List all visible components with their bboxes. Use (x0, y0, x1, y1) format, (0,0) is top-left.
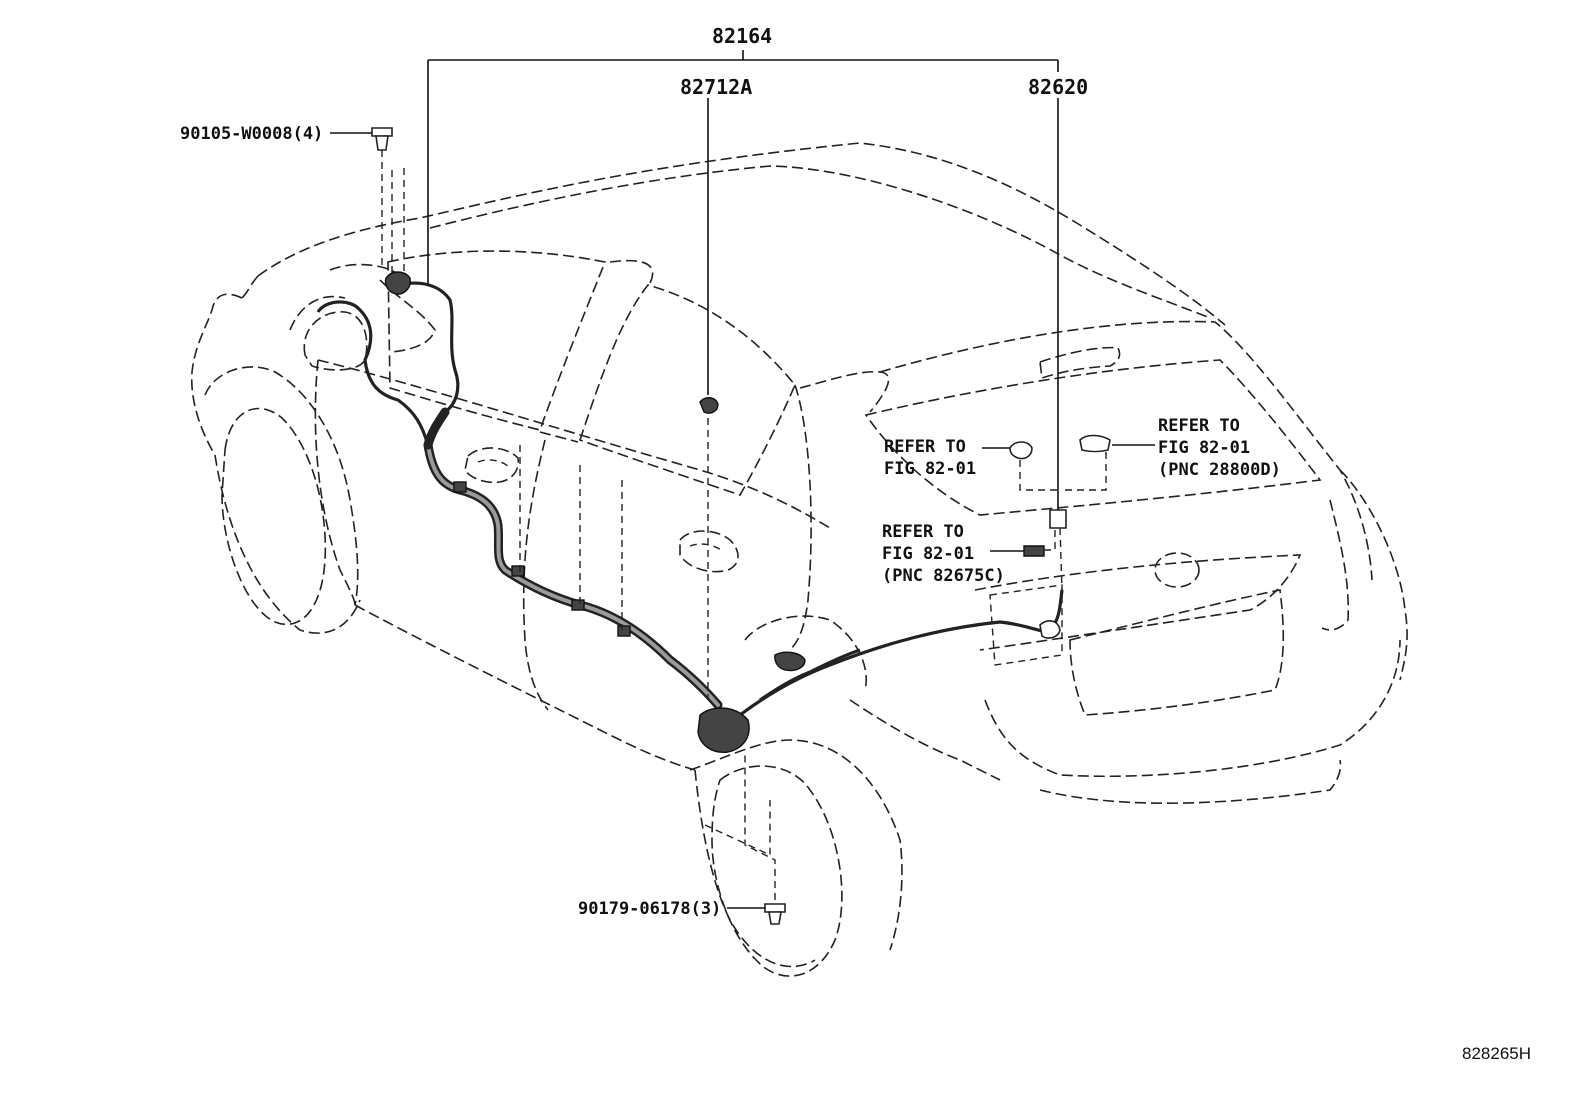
rear-wheel-outer (694, 769, 816, 968)
refer-right-line2: FIG 82-01 (1158, 438, 1250, 458)
harness-clip-1 (453, 481, 467, 493)
label-bolt-top: 90105-W0008(4) (180, 124, 323, 144)
harness-upper (423, 407, 450, 450)
c-pillar (799, 370, 890, 413)
refer-right-line3: (PNC 28800D) (1158, 460, 1281, 480)
rear-bumper (984, 639, 1401, 778)
rear-wheel (711, 765, 843, 977)
connector-82620-guide (1059, 527, 1063, 591)
door-split (522, 439, 549, 711)
refer-left-line1: REFER TO (884, 437, 966, 457)
rear-right-corner (1321, 499, 1350, 631)
front-wheel (221, 407, 327, 626)
car-body (190, 142, 1408, 977)
rear-glass (864, 359, 1322, 516)
front-door-handle (464, 447, 520, 484)
harness-clip-4 (617, 625, 631, 637)
rear-door-edge (789, 384, 812, 651)
door-handles (464, 447, 739, 573)
top-grommet-wire (399, 281, 460, 414)
windshield-left (241, 275, 259, 299)
roof-outline (257, 142, 1226, 326)
side-sill (354, 604, 696, 771)
rear-connector (774, 651, 806, 672)
belt-line (317, 359, 831, 529)
refer-middle-line3: (PNC 82675C) (882, 566, 1005, 586)
roof-inner (429, 165, 1211, 319)
rear-bumper-lower (1039, 759, 1342, 804)
door-front-edge (314, 359, 356, 606)
refer-right-line1: REFER TO (1158, 416, 1240, 436)
rear-emblem (1154, 552, 1200, 588)
spoiler (1039, 346, 1121, 380)
label-82712a: 82712A (680, 75, 752, 99)
harness (316, 281, 1064, 753)
refer-left-line2: FIG 82-01 (884, 459, 976, 479)
b-pillar (539, 259, 654, 443)
bracket-guide (1044, 530, 1056, 551)
refer-middle-line2: FIG 82-01 (882, 544, 974, 564)
side-mirror (289, 263, 436, 371)
hood-outline (190, 293, 243, 456)
license-plate (1069, 589, 1285, 716)
rear-wire-branch (759, 648, 861, 702)
bottom-bolt-icon (764, 903, 786, 925)
bottom-bolt-guide-2 (704, 800, 771, 857)
junction-block (697, 707, 750, 753)
bracket-82675c (1023, 545, 1045, 557)
harness-clip-3 (571, 599, 585, 611)
leader-82164-bracket (427, 50, 1059, 285)
label-82620: 82620 (1028, 75, 1088, 99)
mirror-housing (303, 311, 368, 371)
rear-hatch (879, 320, 1373, 581)
clip-28800d (1079, 434, 1111, 453)
front-window (387, 250, 607, 431)
front-door-handle-grip (477, 459, 509, 467)
connector-82620 (1049, 509, 1067, 529)
hatch-wire-box (989, 584, 1063, 666)
rear-right-side (1339, 469, 1408, 681)
rear-door-handle (679, 530, 739, 573)
hatch-connector (1039, 620, 1061, 639)
mirror-mount (289, 263, 401, 331)
label-82164: 82164 (712, 24, 772, 48)
figure-code: 828265H (1462, 1044, 1531, 1063)
harness-clip-2 (511, 565, 525, 577)
leader-lines (330, 50, 1155, 909)
front-lower (214, 454, 361, 634)
refer-middle-line1: REFER TO (882, 522, 964, 542)
tail-light (974, 554, 1302, 651)
rear-window (578, 284, 796, 496)
rear-quarter (689, 739, 903, 951)
lower-rear-body (849, 699, 1001, 781)
label-bolt-bottom: 90179-06178(3) (578, 899, 721, 919)
front-wheel-arch (204, 366, 359, 606)
mirror-wire (316, 300, 430, 446)
top-bolt-icon (371, 127, 393, 270)
rear-arch (744, 615, 867, 691)
rear-door-handle-grip (689, 543, 725, 553)
connector-82712a (699, 397, 719, 414)
top-grommet (384, 271, 411, 295)
nut-left-guide (1019, 460, 1058, 491)
nut-left (1009, 441, 1033, 460)
clip-28800d-guide (1060, 452, 1107, 491)
